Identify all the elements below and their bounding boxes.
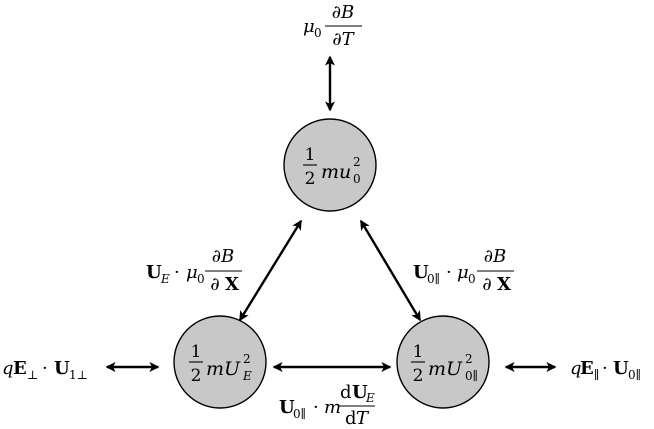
node-left-num: 1 <box>191 342 202 362</box>
node-right-den: 2 <box>413 366 424 386</box>
node-right-num: 1 <box>413 342 424 362</box>
right-top-U-sub: 0∥ <box>427 272 440 286</box>
right-top-arrow <box>359 219 422 322</box>
bottom-den-d: d <box>345 408 357 429</box>
edge-label-top-external: μ 0 ∂B ∂T <box>303 2 362 50</box>
node-top-circle <box>283 118 377 212</box>
left-top-mu-sub: 0 <box>197 272 205 286</box>
left-ext-E-sub: ⊥ <box>27 368 38 382</box>
right-top-den-d: ∂ <box>482 274 491 295</box>
node-top-sup: 2 <box>353 155 361 169</box>
right-top-mu: μ <box>457 262 469 283</box>
right-top-dot: · <box>446 262 452 283</box>
left-ext-U: U <box>54 358 70 379</box>
left-top-den-d: ∂ <box>210 274 219 295</box>
node-right-circle <box>396 315 490 409</box>
left-ext-U-sub: 1⊥ <box>69 368 88 382</box>
bottom-m: m <box>324 397 341 418</box>
node-left-body: mU <box>206 358 241 380</box>
right-top-U: U <box>413 262 429 283</box>
bottom-num-d: d <box>340 382 352 403</box>
right-ext-dot: · <box>602 358 608 379</box>
node-top-num: 1 <box>305 145 316 165</box>
bottom-U-sub: 0∥ <box>293 407 306 421</box>
left-top-dot: · <box>174 262 180 283</box>
node-top-den: 2 <box>305 169 316 189</box>
left-top-U-sub: E <box>160 272 170 286</box>
node-left: 1 2 mU E 2 <box>173 315 267 409</box>
node-right-body: mU <box>428 358 463 380</box>
left-ext-dot: · <box>42 358 48 379</box>
edge-label-left-top: U E · μ 0 ∂B ∂ X <box>146 246 242 295</box>
right-ext-U-sub: 0∥ <box>628 368 641 382</box>
left-top-U: U <box>146 262 162 283</box>
node-left-sup: 2 <box>243 352 251 366</box>
left-top-den-X: X <box>225 274 239 295</box>
edge-label-right-external: q E ∥ · U 0∥ <box>570 358 641 382</box>
node-top-sub: 0 <box>353 172 361 186</box>
bottom-U: U <box>279 397 295 418</box>
node-right: 1 2 mU 0∥ 2 <box>396 315 490 409</box>
bottom-num-sub: E <box>365 391 375 405</box>
left-top-arrow <box>238 219 303 322</box>
left-top-num: ∂B <box>212 246 235 267</box>
edge-label-left-right: U 0∥ · m d U E d T <box>279 382 375 429</box>
node-right-sub: 0∥ <box>465 369 478 383</box>
left-ext-E: E <box>13 358 27 379</box>
bottom-num-U: U <box>352 382 368 403</box>
bottom-dot: · <box>313 397 319 418</box>
left-top-mu: μ <box>186 262 198 283</box>
right-ext-E-sub: ∥ <box>594 368 600 382</box>
top-ext-mu-sub: 0 <box>314 26 322 40</box>
edge-label-left-external: q E ⊥ · U 1⊥ <box>2 358 88 382</box>
right-ext-E: E <box>580 358 594 379</box>
node-left-sub: E <box>242 369 252 383</box>
edge-label-right-top: U 0∥ · μ 0 ∂B ∂ X <box>413 246 514 295</box>
node-left-den: 2 <box>191 366 202 386</box>
right-ext-U: U <box>613 358 629 379</box>
top-ext-den: ∂T <box>332 29 355 50</box>
node-left-circle <box>173 315 267 409</box>
node-top-body: mu <box>321 161 351 183</box>
left-ext-q: q <box>2 358 14 379</box>
node-top: 1 2 mu 0 2 <box>283 118 377 212</box>
bottom-den-T: T <box>356 408 370 429</box>
node-right-sup: 2 <box>465 352 473 366</box>
right-top-den-X: X <box>497 274 511 295</box>
right-top-num: ∂B <box>484 246 507 267</box>
top-ext-mu: μ <box>303 16 315 37</box>
right-top-mu-sub: 0 <box>468 272 476 286</box>
top-ext-num: ∂B <box>332 2 355 23</box>
right-ext-q: q <box>570 358 582 379</box>
